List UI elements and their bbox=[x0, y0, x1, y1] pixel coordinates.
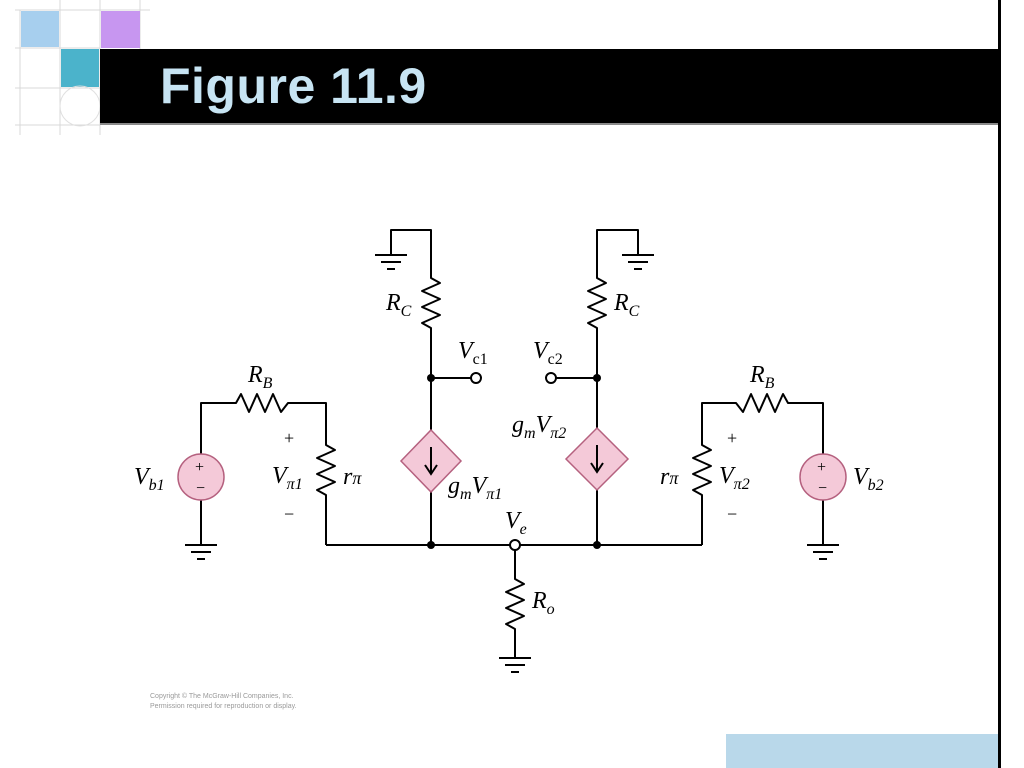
right-source-arrow bbox=[590, 445, 604, 474]
template-decoration bbox=[15, 0, 150, 135]
left-rb-wire bbox=[200, 402, 232, 454]
footer-accent-block bbox=[726, 734, 998, 768]
left-rpi-resistor bbox=[316, 441, 336, 498]
copyright-notice: Copyright © The McGraw-Hill Companies, I… bbox=[150, 692, 297, 712]
top-right-ground-wire bbox=[596, 229, 639, 275]
right-rc-resistor bbox=[587, 275, 607, 331]
deco-square-teal bbox=[61, 49, 99, 87]
right-rpi-resistor bbox=[692, 441, 712, 498]
ro-label: Ro bbox=[531, 588, 555, 618]
left-rb-resistor bbox=[232, 393, 295, 413]
junction-dot bbox=[427, 541, 435, 549]
top-right-ground-symbol bbox=[622, 254, 654, 270]
vb1-label: Vb1 bbox=[134, 464, 165, 494]
right-border bbox=[998, 0, 1001, 768]
ro-ground bbox=[499, 657, 531, 673]
junction-dot bbox=[593, 374, 601, 382]
left-rb-to-rpi bbox=[295, 402, 327, 441]
vb2-plus-sign: + bbox=[817, 459, 826, 476]
gm-vpi2-label: gmVπ2 bbox=[512, 412, 566, 442]
right-rb-to-rpi bbox=[701, 402, 733, 441]
vpi1-plus-sign: + bbox=[284, 428, 294, 448]
rpi-left-label: rπ bbox=[343, 464, 362, 490]
junction-dot bbox=[593, 541, 601, 549]
deco-square-light-blue bbox=[21, 11, 59, 47]
left-source-arrow bbox=[424, 447, 438, 476]
right-rb-wire bbox=[792, 402, 824, 454]
right-rb-resistor bbox=[733, 393, 792, 413]
vc1-terminal bbox=[470, 372, 482, 384]
vb1-minus-sign: − bbox=[196, 480, 205, 497]
ve-terminal bbox=[509, 539, 521, 551]
right-bottom-ground bbox=[807, 544, 839, 560]
copyright-line-1: Copyright © The McGraw-Hill Companies, I… bbox=[150, 693, 294, 700]
vc1-label: Vc1 bbox=[458, 338, 488, 368]
vb2-label: Vb2 bbox=[853, 464, 884, 494]
top-left-ground-symbol bbox=[375, 254, 407, 270]
vpi2-minus-sign: − bbox=[727, 504, 737, 524]
vc2-label: Vc2 bbox=[533, 338, 563, 368]
ve-label: Ve bbox=[505, 508, 527, 538]
vpi2-label: Vπ2 bbox=[719, 463, 750, 493]
slide-title: Figure 11.9 bbox=[160, 58, 427, 114]
copyright-line-2: Permission required for reproduction or … bbox=[150, 703, 297, 710]
rc-left-label: RC bbox=[385, 290, 412, 320]
vb2-minus-sign: − bbox=[818, 480, 827, 497]
rb-right-label: RB bbox=[749, 362, 775, 392]
rpi-right-label: rπ bbox=[660, 464, 679, 490]
gm-vpi1-label: gmVπ1 bbox=[448, 473, 502, 503]
right-margin bbox=[1001, 0, 1024, 768]
rb-left-label: RB bbox=[247, 362, 273, 392]
vb1-source bbox=[177, 453, 225, 501]
junction-dot bbox=[427, 374, 435, 382]
top-left-ground-wire bbox=[390, 229, 432, 275]
vpi1-minus-sign: − bbox=[284, 504, 294, 524]
deco-square-purple bbox=[101, 11, 140, 48]
left-rc-resistor bbox=[421, 275, 441, 331]
vpi1-label: Vπ1 bbox=[272, 463, 303, 493]
vc2-terminal bbox=[545, 372, 557, 384]
vb1-plus-sign: + bbox=[195, 459, 204, 476]
title-bar bbox=[100, 49, 998, 125]
rc-right-label: RC bbox=[613, 290, 640, 320]
ro-resistor bbox=[505, 575, 525, 632]
left-bottom-ground bbox=[185, 544, 217, 560]
vb2-source bbox=[799, 453, 847, 501]
vpi2-plus-sign: + bbox=[727, 428, 737, 448]
